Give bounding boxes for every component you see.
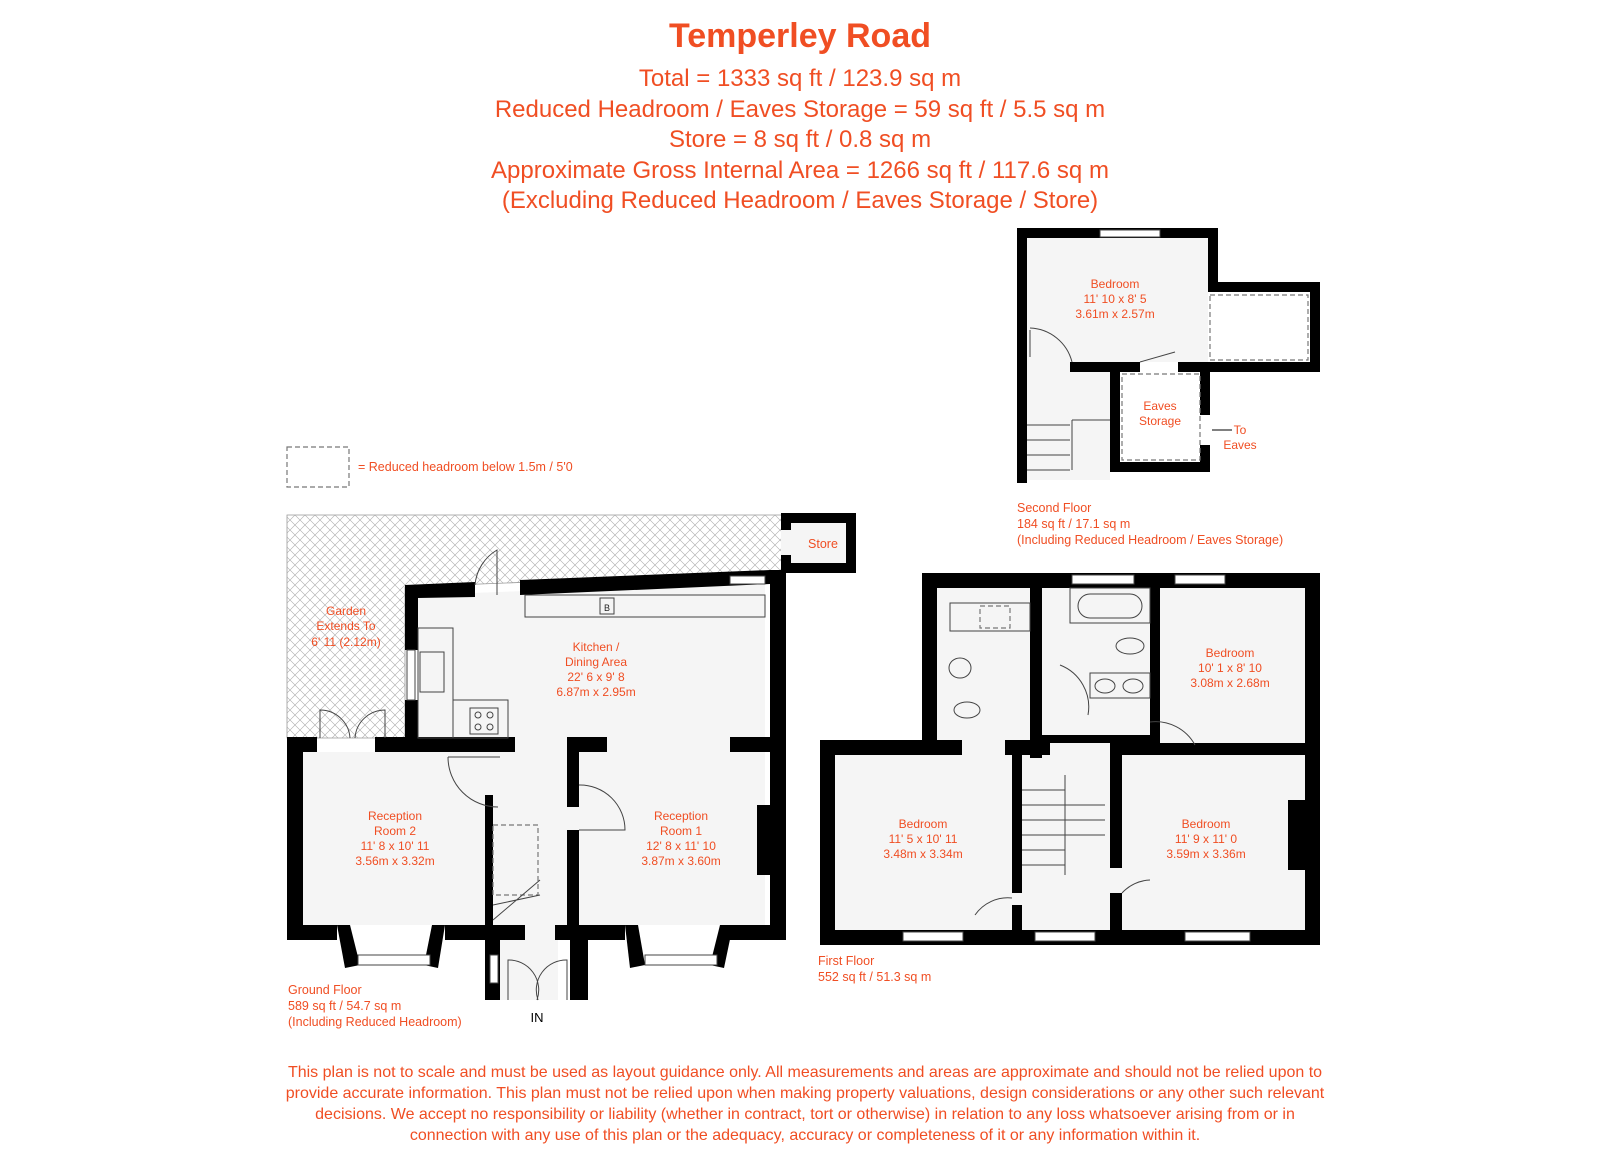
- first-floor-area: 552 sq ft / 51.3 sq m: [818, 970, 931, 984]
- legend: = Reduced headroom below 1.5m / 5'0: [286, 446, 573, 488]
- gross-area: Approximate Gross Internal Area = 1266 s…: [491, 157, 1109, 184]
- legend-label: = Reduced headroom below 1.5m / 5'0: [358, 460, 573, 474]
- room-name: Bedroom: [1091, 277, 1140, 291]
- first-floor-name: First Floor: [818, 954, 874, 968]
- room-reception-1: Reception Room 1 12' 8 x 11' 10 3.87m x …: [641, 809, 720, 868]
- disclaimer-line: connection with any use of this plan or …: [410, 1127, 1200, 1144]
- ground-floor-area: 589 sq ft / 54.7 sq m: [288, 999, 401, 1013]
- room-size-imperial: 22' 6 x 9' 8: [567, 670, 625, 684]
- room-size-imperial: 10' 1 x 8' 10: [1198, 661, 1262, 675]
- second-floor: Bedroom 11' 10 x 8' 5 3.61m x 2.57m Eave…: [1017, 228, 1320, 547]
- second-floor-name: Second Floor: [1017, 501, 1091, 515]
- room-bedroom-top: Bedroom 11' 10 x 8' 5 3.61m x 2.57m: [1075, 277, 1154, 321]
- page-title: Temperley Road: [669, 17, 931, 55]
- room-name: Reception: [654, 809, 708, 823]
- disclaimer-line: decisions. We accept no responsibility o…: [315, 1106, 1295, 1123]
- ground-floor-name: Ground Floor: [288, 983, 362, 997]
- disclaimer: This plan is not to scale and must be us…: [286, 1064, 1325, 1144]
- room-size-metric: 3.59m x 3.36m: [1166, 847, 1245, 861]
- room-kitchen: Kitchen / Dining Area 22' 6 x 9' 8 6.87m…: [556, 640, 635, 699]
- reception1-door[interactable]: [578, 784, 626, 831]
- room-size-metric: 3.56m x 3.32m: [355, 854, 434, 868]
- store-label: Store: [808, 537, 838, 551]
- garden-door[interactable]: [474, 549, 498, 595]
- ground-floor: B Store Garden Extends To 6' 11 (2.12m) …: [286, 513, 856, 1029]
- room-size-metric: 3.48m x 3.34m: [883, 847, 962, 861]
- room-size-imperial: 11' 9 x 11' 0: [1175, 832, 1238, 846]
- patio-doors[interactable]: [319, 709, 386, 739]
- room-name: Storage: [1139, 414, 1181, 428]
- eaves-area: Reduced Headroom / Eaves Storage = 59 sq…: [495, 96, 1105, 123]
- garden-label-2: Extends To: [316, 619, 375, 633]
- to-eaves-label: To: [1234, 423, 1247, 437]
- room-eaves-storage: Eaves Storage: [1139, 399, 1181, 428]
- total-area: Total = 1333 sq ft / 123.9 sq m: [639, 65, 961, 92]
- room-reception-2: Reception Room 2 11' 8 x 10' 11 3.56m x …: [355, 809, 434, 868]
- room-bedroom-left: Bedroom 11' 5 x 10' 11 3.48m x 3.34m: [883, 817, 962, 861]
- room-name: Kitchen /: [573, 640, 620, 654]
- gross-area-note: (Excluding Reduced Headroom / Eaves Stor…: [502, 187, 1098, 214]
- ground-floor-note: (Including Reduced Headroom): [288, 1015, 462, 1029]
- room-name: Room 1: [660, 824, 702, 838]
- garden-dimension: 6' 11 (2.12m): [311, 635, 380, 649]
- entrance-label: IN: [531, 1010, 544, 1025]
- room-name: Eaves: [1143, 399, 1176, 413]
- second-floor-note: (Including Reduced Headroom / Eaves Stor…: [1017, 533, 1283, 547]
- room-bedroom-rear: Bedroom 10' 1 x 8' 10 3.08m x 2.68m: [1190, 646, 1269, 690]
- store-area: Store = 8 sq ft / 0.8 sq m: [669, 126, 931, 153]
- room-name: Room 2: [374, 824, 416, 838]
- room-size-metric: 3.08m x 2.68m: [1190, 676, 1269, 690]
- front-door[interactable]: [507, 959, 568, 1001]
- header: Temperley Road Total = 1333 sq ft / 123.…: [491, 17, 1109, 214]
- room-size-imperial: 11' 8 x 10' 11: [361, 839, 430, 853]
- second-floor-area: 184 sq ft / 17.1 sq m: [1017, 517, 1130, 531]
- first-floor: Bedroom 10' 1 x 8' 10 3.08m x 2.68m Bedr…: [818, 573, 1320, 984]
- bedroom-doors[interactable]: [974, 879, 1151, 916]
- room-size-metric: 6.87m x 2.95m: [556, 685, 635, 699]
- bedroom-door[interactable]: [1029, 327, 1073, 363]
- reduced-headroom-swatch: [286, 446, 350, 488]
- garden-label: Garden: [326, 604, 366, 618]
- room-bedroom-right: Bedroom 11' 9 x 11' 0 3.59m x 3.36m: [1166, 817, 1245, 861]
- room-name: Reception: [368, 809, 422, 823]
- room-size-imperial: 11' 10 x 8' 5: [1083, 292, 1146, 306]
- bathroom-door[interactable]: [1059, 664, 1196, 746]
- room-size-metric: 3.87m x 3.60m: [641, 854, 720, 868]
- room-name: Bedroom: [1206, 646, 1255, 660]
- room-name: Dining Area: [565, 655, 627, 669]
- boiler-label: B: [604, 603, 610, 613]
- room-size-imperial: 12' 8 x 11' 10: [646, 839, 716, 853]
- disclaimer-line: This plan is not to scale and must be us…: [288, 1064, 1322, 1081]
- room-size-imperial: 11' 5 x 10' 11: [889, 832, 958, 846]
- room-name: Bedroom: [899, 817, 948, 831]
- room-size-metric: 3.61m x 2.57m: [1075, 307, 1154, 321]
- reception2-door[interactable]: [447, 756, 500, 808]
- to-eaves-label-2: Eaves: [1223, 438, 1256, 452]
- disclaimer-line: provide accurate information. This plan …: [286, 1085, 1325, 1102]
- room-name: Bedroom: [1182, 817, 1231, 831]
